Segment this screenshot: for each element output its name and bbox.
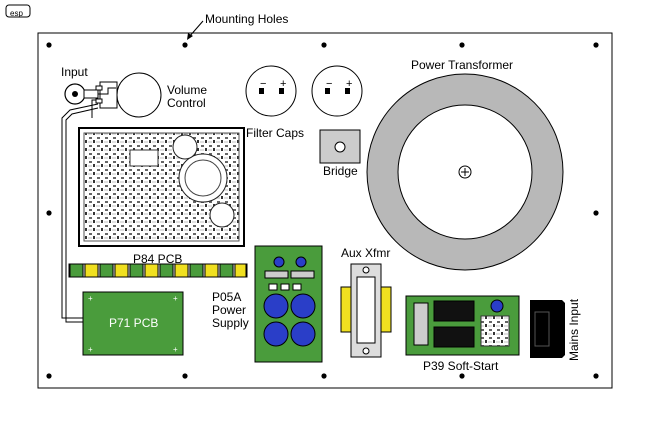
filter-cap-left-minus: − (260, 78, 267, 90)
p39-label: P39 Soft-Start (423, 359, 499, 373)
p71-pcb: + + + + (82, 291, 184, 356)
filter-caps-label: Filter Caps (246, 126, 305, 140)
bridge-label: Bridge (323, 164, 358, 178)
p05a-label-line3: Supply (212, 316, 249, 330)
mounting-holes-arrow (187, 20, 204, 40)
p05a-power-supply-board (254, 245, 323, 363)
filter-cap-left-plus: + (280, 78, 287, 90)
p39-soft-start-board (405, 295, 520, 356)
svg-text:+: + (88, 345, 93, 354)
esp-logo-box (5, 4, 31, 18)
mounting-hole (321, 373, 327, 379)
svg-text:+: + (173, 345, 178, 354)
p05a-label-line1: P05A (212, 290, 242, 304)
filter-cap-right-plus: + (346, 78, 353, 90)
mounting-hole (459, 42, 465, 48)
mounting-holes (46, 42, 599, 379)
output-transistors-strip (68, 263, 248, 278)
aux-transformer (340, 263, 392, 358)
mains-input-socket (530, 300, 565, 358)
svg-text:+: + (173, 294, 178, 303)
filter-cap-left (245, 65, 297, 117)
esp-logo: esp (10, 9, 23, 18)
mounting-hole (46, 210, 52, 216)
mounting-hole (46, 42, 52, 48)
filter-cap-right (311, 65, 363, 117)
svg-text:+: + (88, 294, 93, 303)
input-label: Input (61, 65, 88, 79)
mounting-hole (593, 210, 599, 216)
mounting-hole (46, 373, 52, 379)
mounting-hole (321, 42, 327, 48)
mounting-hole (593, 42, 599, 48)
p05a-label-line2: Power (212, 303, 247, 317)
volume-label-line2: Control (167, 96, 206, 110)
mounting-hole (182, 373, 188, 379)
p84-pcb-label: P84 PCB (133, 252, 183, 266)
aux-xfmr-label: Aux Xfmr (341, 246, 391, 260)
volume-label-line1: Volume (167, 83, 208, 97)
mounting-hole (593, 373, 599, 379)
bridge-rectifier (319, 129, 361, 164)
p71-pcb-label: P71 PCB (109, 316, 159, 330)
input-socket (64, 83, 99, 105)
filter-cap-right-minus: − (326, 78, 333, 90)
mounting-holes-label: Mounting Holes (205, 12, 289, 26)
p84-pcb (78, 127, 245, 247)
mains-input-label: Mains Input (567, 298, 581, 361)
power-transformer (366, 73, 564, 271)
mounting-hole (182, 42, 188, 48)
signal-wiring (61, 87, 116, 323)
power-transformer-label: Power Transformer (411, 58, 514, 72)
mounting-hole (459, 373, 465, 379)
